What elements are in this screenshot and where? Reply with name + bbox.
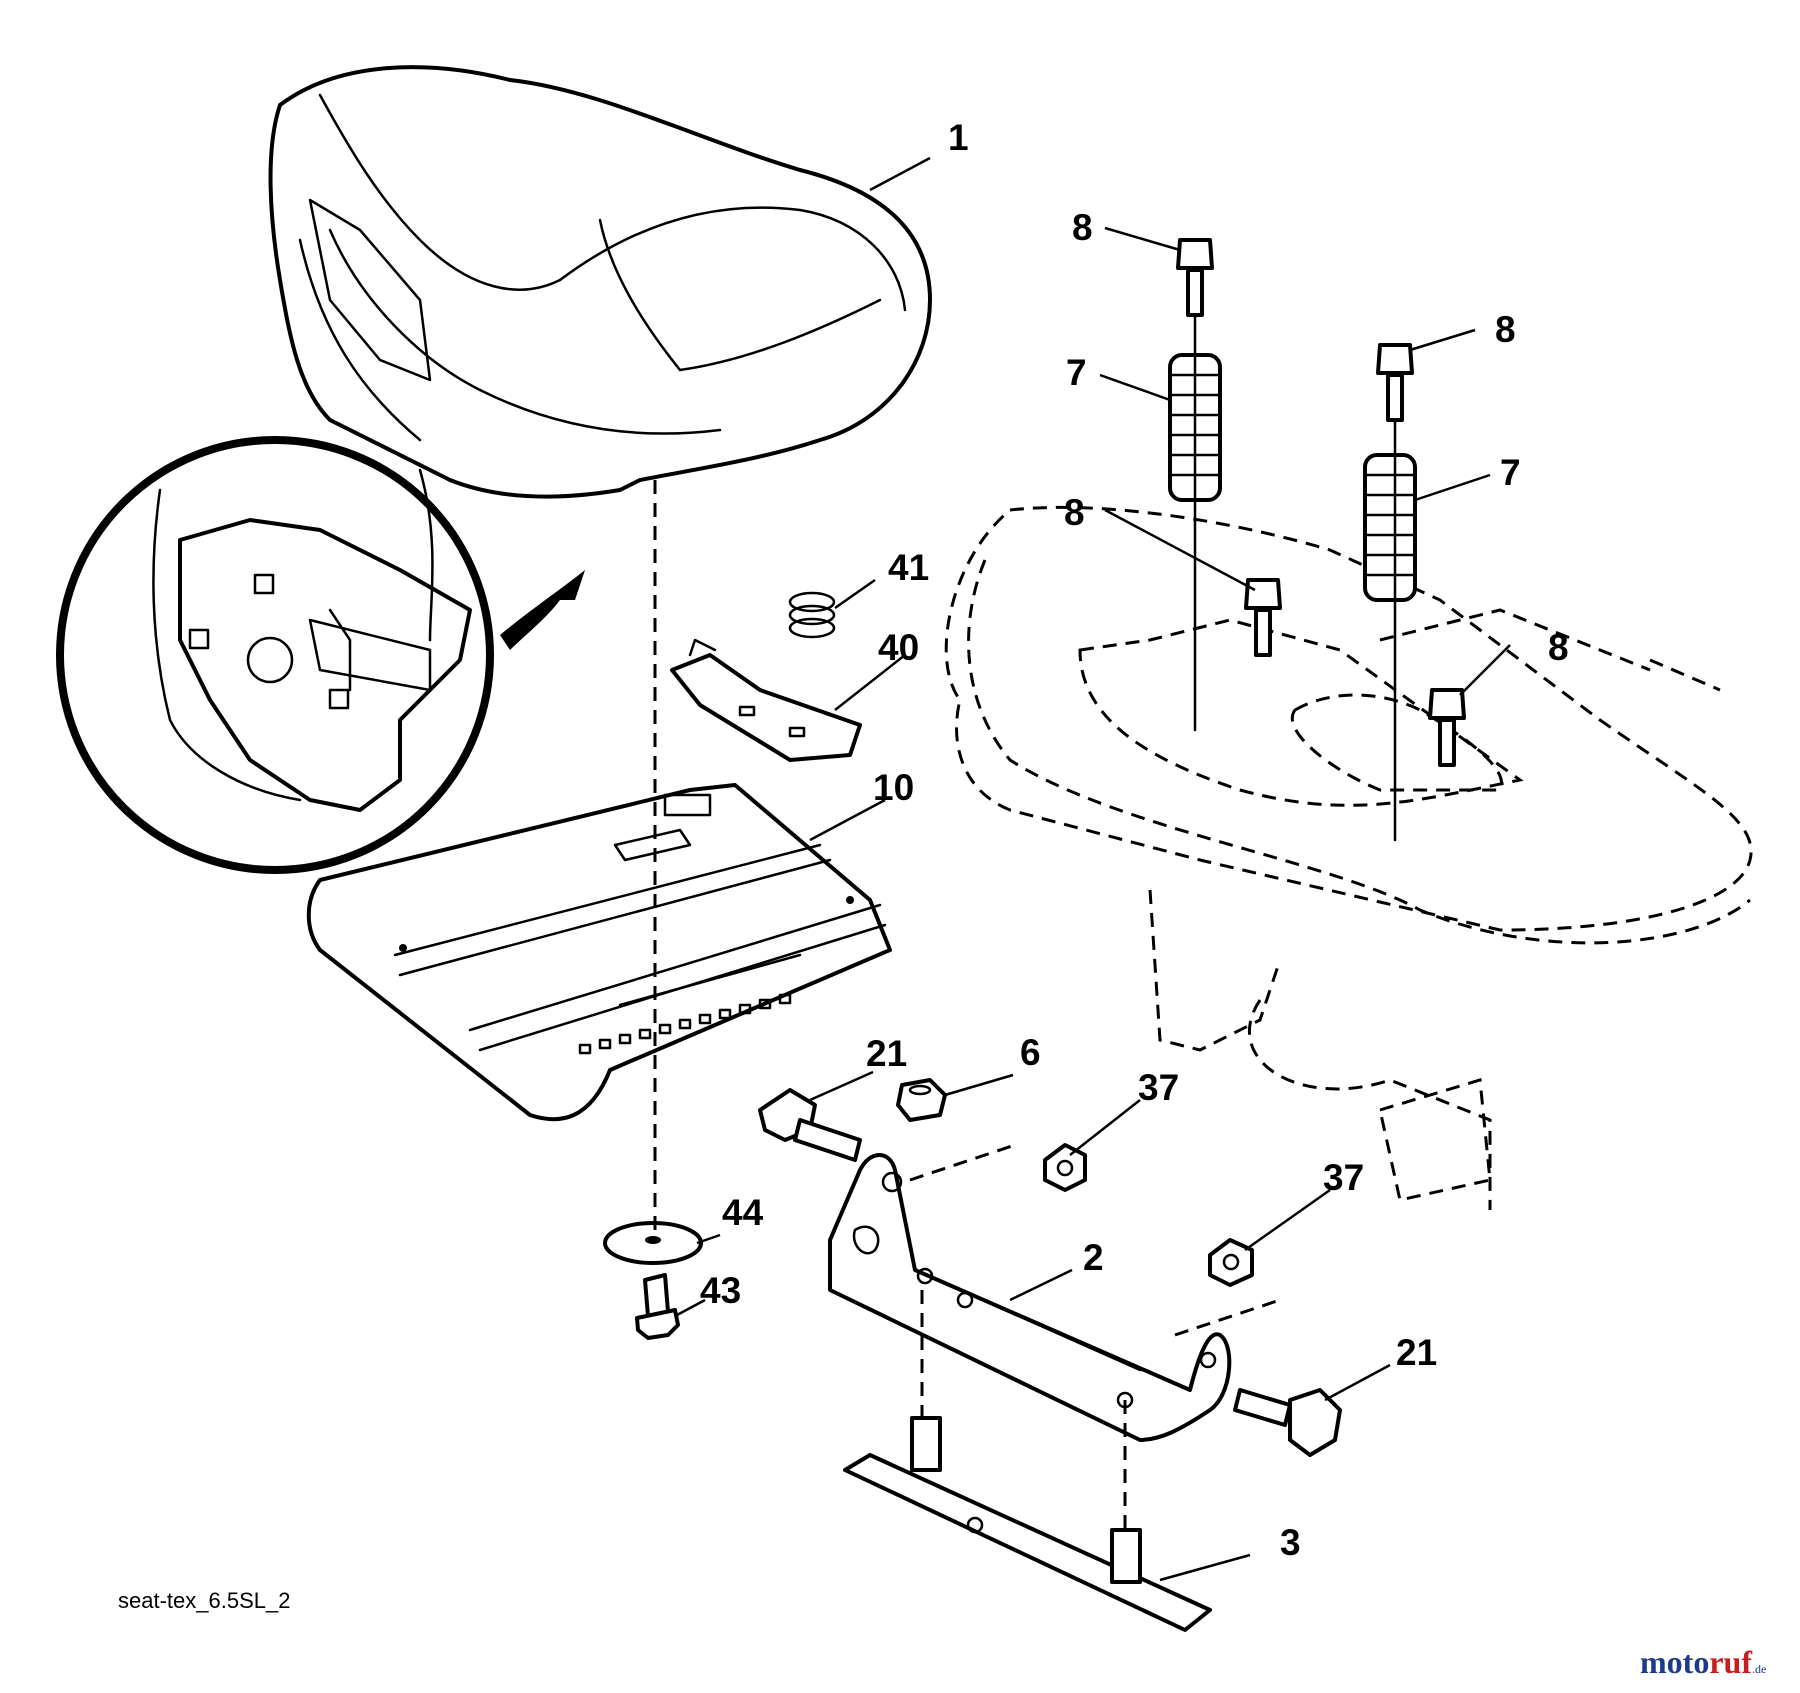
part-nut-37a — [1043, 1143, 1087, 1192]
part-bracket-2 — [828, 1153, 1232, 1442]
callout-40: 40 — [878, 627, 919, 668]
part-bolt-43 — [635, 1273, 680, 1340]
leader-lines — [676, 156, 1511, 1582]
svg-text:motoruf.de: motoruf.de — [1640, 1644, 1766, 1680]
tractor-frame-outline — [944, 505, 1753, 1210]
part-bolt-8a — [1176, 238, 1214, 317]
callout-8-top-right: 8 — [1495, 309, 1516, 350]
figure-id-label: seat-tex_6.5SL_2 — [118, 1588, 290, 1613]
callout-41: 41 — [888, 547, 929, 588]
callout-8-middle: 8 — [1064, 492, 1085, 533]
callout-1: 1 — [948, 117, 969, 158]
assembly-lines — [653, 313, 1397, 1530]
part-bolt-8c — [1244, 578, 1282, 657]
part-plate-3 — [843, 1416, 1212, 1632]
callout-8-top-left: 8 — [1072, 207, 1093, 248]
callout-37-upper: 37 — [1138, 1067, 1179, 1108]
part-spring-7b — [1363, 453, 1417, 602]
part-bolt-8d — [1428, 688, 1466, 767]
detail-inset — [56, 436, 585, 874]
callout-10: 10 — [873, 767, 914, 808]
callout-numbers: 1 8 8 7 7 8 8 41 40 10 21 6 37 37 44 43 … — [700, 117, 1569, 1563]
part-nut-37b — [1208, 1238, 1254, 1287]
callout-21-left: 21 — [866, 1033, 907, 1074]
part-bolt-8b — [1376, 343, 1414, 422]
callout-6: 6 — [1020, 1032, 1041, 1073]
part-clip-40 — [670, 638, 862, 762]
callout-37-lower: 37 — [1323, 1157, 1364, 1198]
callout-3: 3 — [1280, 1522, 1301, 1563]
part-washer-44 — [603, 1221, 703, 1265]
part-nut-6 — [896, 1078, 947, 1122]
part-bolt-21a — [758, 1088, 862, 1162]
callout-44: 44 — [722, 1192, 764, 1233]
part-seat — [268, 65, 932, 499]
callout-21-right: 21 — [1396, 1332, 1437, 1373]
callout-7-right: 7 — [1500, 452, 1521, 493]
callout-43: 43 — [700, 1270, 741, 1311]
callout-7-left: 7 — [1066, 352, 1087, 393]
slot-row — [578, 993, 792, 1055]
part-spring-41 — [788, 591, 836, 639]
part-seat-plate-10 — [306, 783, 892, 1122]
part-bolt-21b — [1233, 1388, 1342, 1457]
callout-8-lower: 8 — [1548, 627, 1569, 668]
watermark-logo: motoruf.de — [1640, 1644, 1766, 1680]
callout-2: 2 — [1083, 1237, 1104, 1278]
